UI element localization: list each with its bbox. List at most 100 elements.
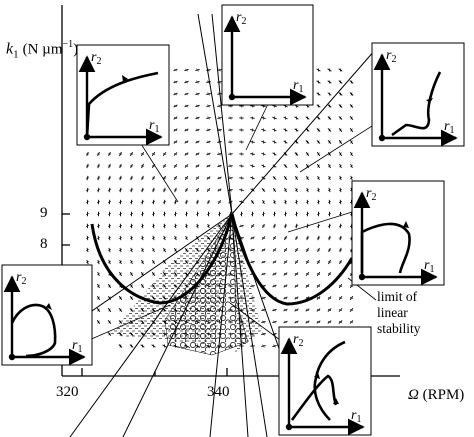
vector-glyph (96, 201, 101, 203)
vector-glyph (262, 200, 265, 204)
vector-glyph (129, 225, 134, 227)
vector-glyph (316, 200, 321, 204)
vector-glyph (339, 140, 342, 144)
vector-glyph (240, 152, 243, 156)
trajectory-arrowhead (403, 221, 409, 228)
vector-glyph (283, 272, 288, 276)
vector-field (85, 68, 354, 348)
vector-glyph (108, 332, 111, 336)
vector-glyph (207, 128, 210, 132)
phase-trajectory (360, 222, 411, 274)
inset-origin (228, 93, 236, 101)
vector-glyph (130, 296, 133, 300)
vector-glyph (327, 213, 332, 215)
vector-glyph (218, 152, 221, 156)
vector-glyph (306, 176, 309, 180)
trajectory-arrowhead (46, 303, 52, 310)
vector-glyph (327, 273, 332, 275)
vector-glyph (251, 248, 254, 252)
vector-glyph (118, 213, 123, 215)
vector-glyph (185, 140, 188, 144)
phase-trajectory (391, 71, 442, 137)
vector-glyph (284, 320, 287, 324)
vector-glyph (295, 128, 298, 132)
vector-glyph (349, 297, 354, 299)
inset-axis-label: r1 (444, 119, 454, 136)
y-axis-subscript: 1 (13, 48, 19, 61)
vector-glyph (295, 296, 298, 300)
vector-glyph (317, 164, 320, 168)
vector-glyph (294, 249, 299, 251)
vector-glyph (317, 188, 320, 192)
vector-glyph (162, 153, 167, 155)
stability-limit-callout: limit of linear stability (377, 289, 447, 337)
vector-glyph (328, 92, 331, 96)
vector-glyph (273, 200, 276, 204)
vector-glyph (130, 248, 133, 252)
vector-glyph (284, 308, 287, 312)
vector-glyph (316, 297, 321, 299)
vector-glyph (163, 260, 166, 264)
vector-glyph (130, 260, 133, 264)
vector-glyph (108, 260, 111, 264)
vector-glyph (328, 176, 331, 180)
vector-glyph (306, 308, 309, 312)
vector-glyph (229, 176, 232, 180)
vector-glyph (119, 272, 122, 276)
leader-line (135, 135, 179, 203)
vector-glyph (108, 248, 111, 252)
vector-glyph (262, 284, 265, 288)
vector-glyph (262, 308, 265, 312)
vector-glyph (218, 68, 221, 72)
vector-glyph (196, 152, 199, 156)
vector-glyph (185, 128, 188, 132)
vector-glyph (273, 176, 276, 180)
vector-glyph (350, 116, 353, 120)
vector-glyph (349, 321, 354, 323)
vector-glyph (196, 128, 199, 132)
y-tick-label-9: 9 (40, 205, 48, 221)
fan-line (122, 213, 233, 437)
vector-glyph (316, 213, 321, 215)
vector-glyph (196, 80, 199, 84)
vector-glyph (262, 272, 265, 276)
vector-glyph (207, 116, 210, 120)
vector-glyph (86, 248, 89, 252)
vector-glyph (339, 164, 342, 168)
vector-glyph (317, 92, 320, 96)
inset-origin (8, 353, 16, 361)
vector-glyph (174, 236, 177, 240)
vector-glyph (119, 344, 122, 348)
vector-glyph (240, 164, 243, 168)
vector-glyph (97, 320, 100, 324)
trajectory-arrowhead (314, 372, 320, 379)
vector-glyph (250, 225, 255, 227)
vector-glyph (262, 296, 265, 300)
vector-glyph (273, 272, 276, 276)
vector-glyph (229, 140, 232, 144)
vector-glyph (206, 176, 211, 180)
vector-glyph (152, 344, 155, 348)
vector-glyph (327, 225, 332, 227)
vector-glyph (240, 140, 243, 144)
vector-glyph (118, 189, 123, 191)
vector-glyph (207, 152, 210, 156)
vector-glyph (349, 309, 354, 311)
vector-glyph (218, 128, 221, 132)
vector-glyph (152, 236, 155, 240)
vector-glyph (262, 320, 265, 324)
vector-glyph (151, 213, 156, 215)
vector-glyph (130, 272, 133, 276)
leader-line (299, 125, 373, 173)
fan-line (209, 213, 233, 437)
trajectory-arrowhead (122, 75, 128, 82)
vector-glyph (185, 236, 188, 240)
leader-line (229, 302, 281, 341)
vector-glyph (284, 164, 287, 168)
vector-glyph (140, 213, 145, 215)
x-axis-unit: (RPM) (422, 387, 465, 403)
vector-glyph (251, 128, 254, 132)
